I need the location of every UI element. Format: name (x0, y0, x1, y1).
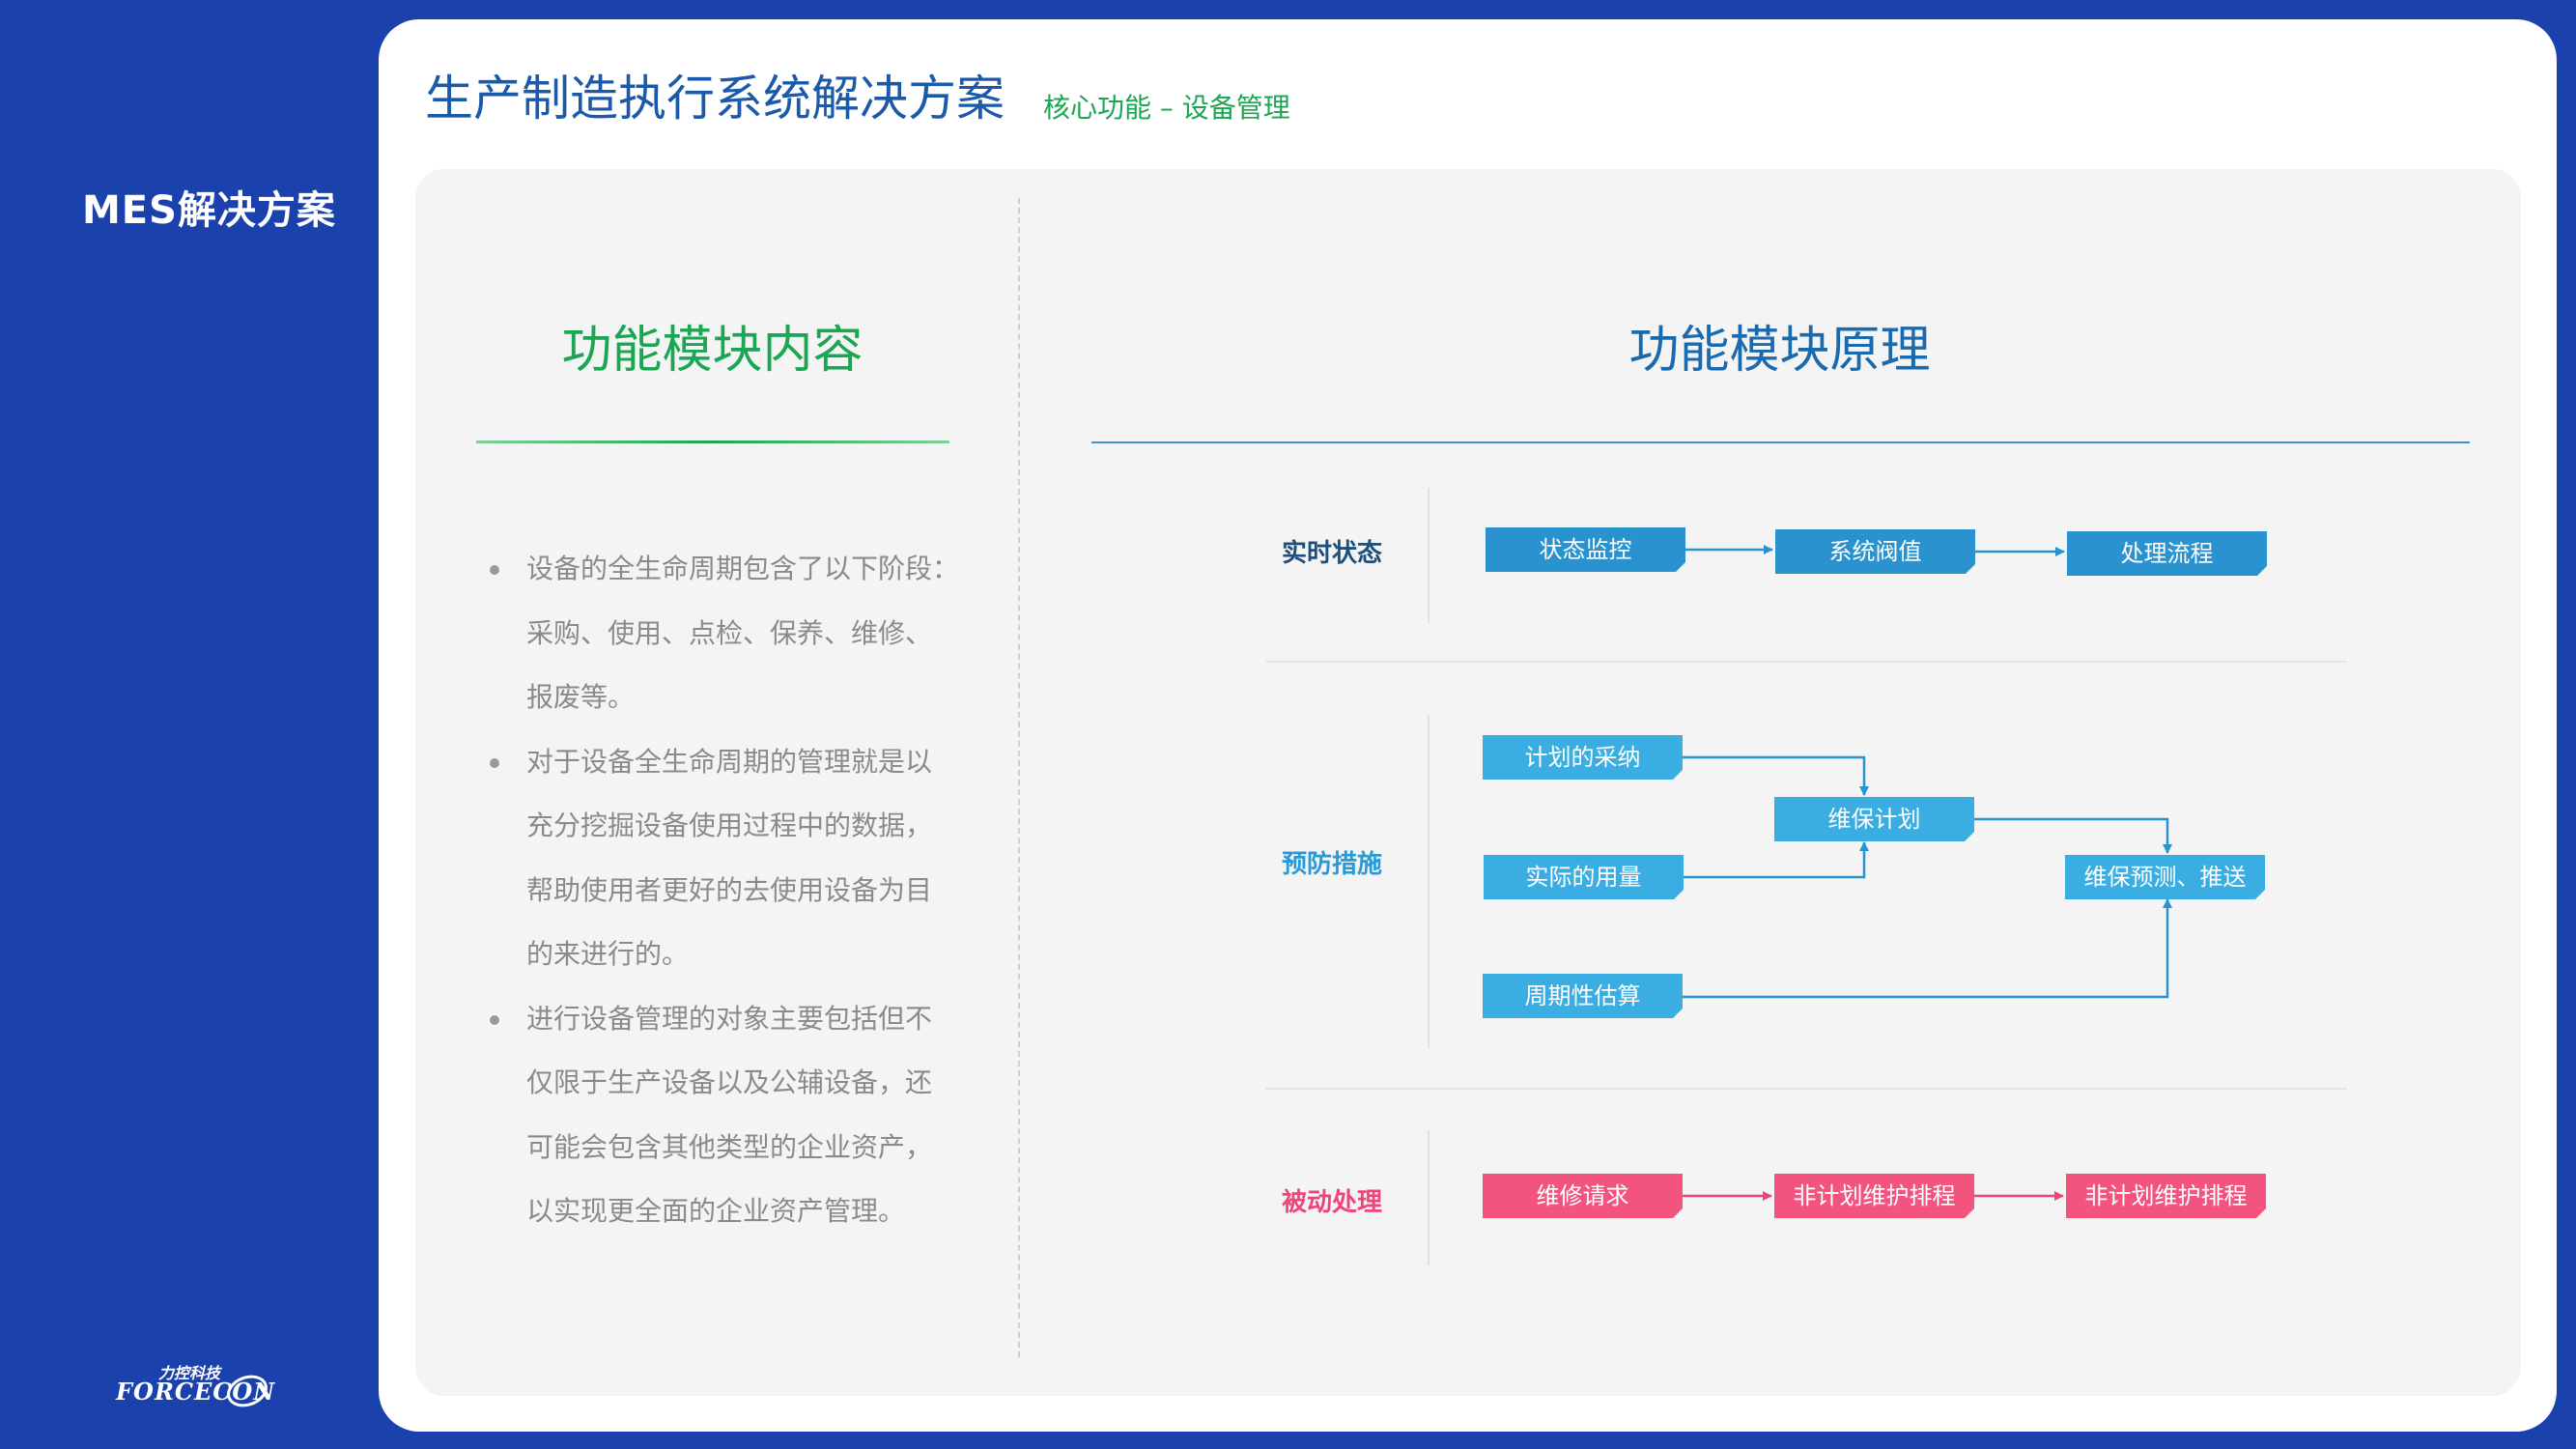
arrow-periodic-to-predict (1683, 898, 2172, 999)
bullet-line: 报废等。 (526, 681, 636, 713)
bullet-line: 采购、使用、点检、保养、维修、 (526, 616, 933, 649)
sidebar-title: MES解决方案 (82, 188, 336, 233)
node-actual-usage: 实际的用量 (1484, 855, 1684, 899)
bullet-list: 设备的全生命周期包含了以下阶段： 采购、使用、点检、保养、维修、 报废等。 对于… (488, 537, 971, 1244)
left-heading-underline (476, 440, 949, 443)
row-label-realtime: 实时状态 (1281, 539, 1382, 568)
page-subtitle: 核心功能 – 设备管理 (1043, 92, 1290, 124)
node-unplanned-schedule-2: 非计划维护排程 (2066, 1174, 2266, 1218)
logo-cn-text: 力控科技 (158, 1364, 221, 1382)
vertical-divider (1018, 198, 1020, 1357)
row-separator (1265, 1088, 2347, 1090)
node-periodic-estimate: 周期性估算 (1483, 974, 1683, 1018)
node-plan-adoption: 计划的采纳 (1483, 735, 1683, 780)
forcecon-logo: 力控科技 FORCECON (112, 1360, 276, 1408)
node-status-monitor: 状态监控 (1486, 527, 1685, 572)
row-label-passive: 被动处理 (1281, 1188, 1382, 1217)
bullet-line: 设备的全生命周期包含了以下阶段： (526, 553, 960, 584)
row-label-preventive: 预防措施 (1281, 850, 1382, 879)
bullet-line: 进行设备管理的对象主要包括但不 (526, 1002, 933, 1035)
arrow-maint-to-predict (1974, 817, 2172, 854)
bullet-dot-icon (490, 757, 499, 768)
node-maintenance-predict: 维保预测、推送 (2065, 855, 2265, 899)
bullet-line: 帮助使用者更好的去使用设备为目 (526, 873, 933, 906)
arrow-plan-to-maint (1683, 755, 1869, 796)
page-title: 生产制造执行系统解决方案 (425, 71, 1005, 127)
node-process-flow: 处理流程 (2067, 531, 2267, 576)
bullet-item: 对于设备全生命周期的管理就是以 充分挖掘设备使用过程中的数据， 帮助使用者更好的… (488, 730, 971, 987)
row-divider-passive (1428, 1130, 1430, 1265)
logo-swoosh-icon (227, 1375, 268, 1407)
node-repair-request: 维修请求 (1483, 1174, 1683, 1218)
bullet-line: 对于设备全生命周期的管理就是以 (526, 745, 933, 778)
bullet-line: 的来进行的。 (526, 938, 690, 970)
bullet-line: 仅限于生产设备以及公辅设备，还 (526, 1066, 933, 1098)
bullet-line: 可能会包含其他类型的企业资产， (526, 1130, 933, 1163)
row-divider-preventive (1428, 715, 1430, 1048)
bullet-dot-icon (490, 1014, 499, 1025)
row-separator (1265, 661, 2347, 663)
arrow-usage-to-maint (1684, 841, 1869, 879)
bullet-item: 设备的全生命周期包含了以下阶段： 采购、使用、点检、保养、维修、 报废等。 (488, 537, 971, 730)
logo-en-text: FORCECON (116, 1378, 276, 1406)
node-maintenance-plan: 维保计划 (1774, 797, 1974, 841)
bullet-dot-icon (490, 565, 499, 575)
right-heading-underline (1091, 441, 2470, 443)
row-divider-realtime (1428, 488, 1430, 623)
node-system-threshold: 系统阀值 (1775, 529, 1975, 574)
bullet-line: 充分挖掘设备使用过程中的数据， (526, 810, 933, 841)
node-unplanned-schedule-1: 非计划维护排程 (1774, 1174, 1974, 1218)
left-heading: 功能模块内容 (561, 322, 863, 380)
right-heading: 功能模块原理 (1628, 322, 1931, 380)
bullet-line: 以实现更全面的企业资产管理。 (526, 1195, 906, 1227)
bullet-item: 进行设备管理的对象主要包括但不 仅限于生产设备以及公辅设备，还 可能会包含其他类… (488, 987, 971, 1244)
